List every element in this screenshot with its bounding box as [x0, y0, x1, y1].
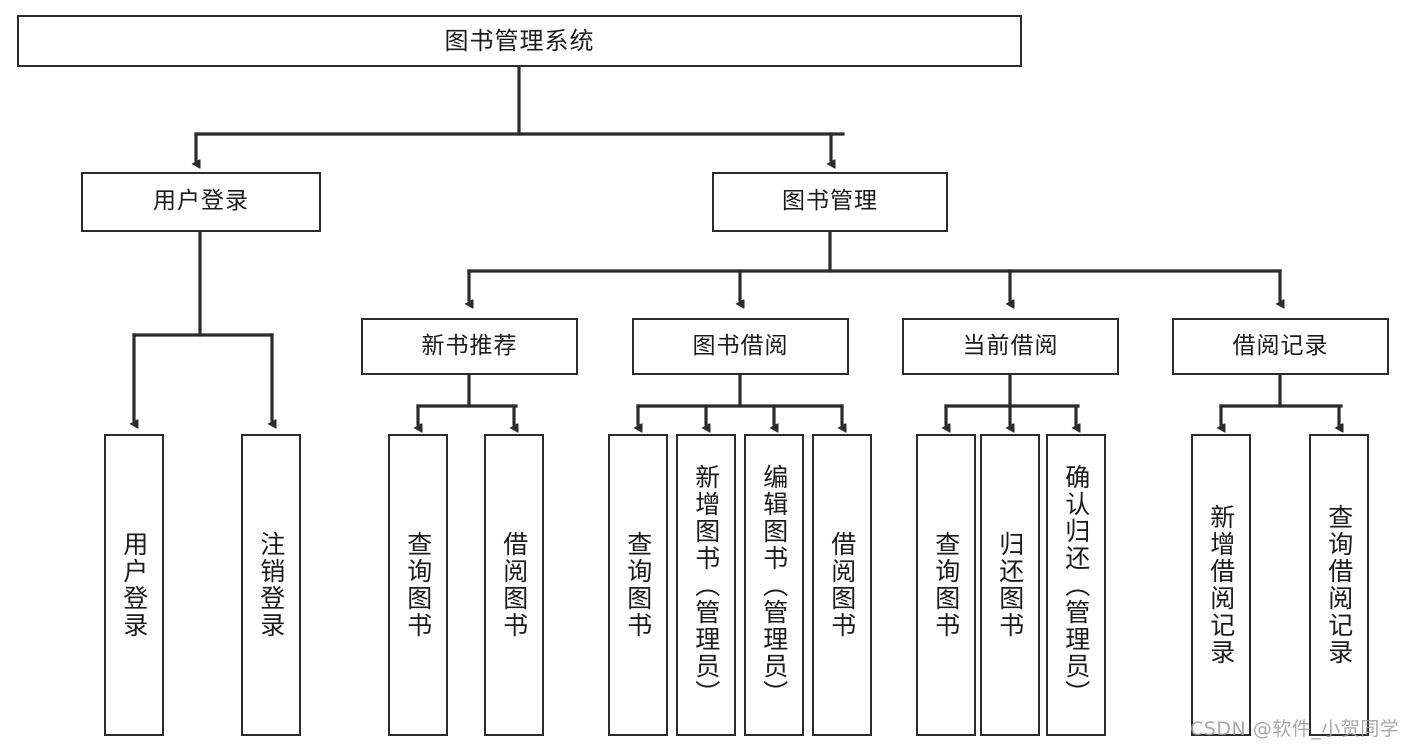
- leaf-query-record-label: 查询借阅记录: [1324, 504, 1354, 666]
- node-borrow-record[interactable]: 借阅记录: [1172, 318, 1389, 375]
- leaf-logout-login-label: 注销登录: [256, 531, 286, 639]
- leaf-query-book-1-label: 查询图书: [403, 531, 433, 639]
- leaf-add-book[interactable]: 新增图书（管理员）: [676, 434, 736, 736]
- leaf-edit-book-label: 编辑图书（管理员）: [759, 463, 789, 707]
- csdn-watermark: CSDN @软件_小贺同学: [1190, 718, 1400, 740]
- node-user-login-label: 用户登录: [153, 188, 249, 215]
- node-borrow-record-label: 借阅记录: [1232, 332, 1329, 359]
- node-new-book-recommend[interactable]: 新书推荐: [361, 318, 578, 375]
- leaf-user-login-label: 用户登录: [119, 531, 149, 639]
- node-book-borrow-label: 图书借阅: [692, 332, 789, 359]
- leaf-borrow-book-1[interactable]: 借阅图书: [484, 434, 544, 736]
- leaf-add-book-label: 新增图书（管理员）: [691, 463, 721, 707]
- node-book-borrow[interactable]: 图书借阅: [632, 318, 849, 375]
- node-root[interactable]: 图书管理系统: [17, 15, 1022, 67]
- leaf-user-login[interactable]: 用户登录: [104, 434, 164, 736]
- leaf-add-record[interactable]: 新增借阅记录: [1191, 434, 1251, 736]
- leaf-query-record[interactable]: 查询借阅记录: [1309, 434, 1369, 736]
- leaf-confirm-return[interactable]: 确认归还（管理员）: [1046, 434, 1106, 736]
- leaf-borrow-book-2-label: 借阅图书: [827, 531, 857, 639]
- leaf-query-book-2-label: 查询图书: [623, 531, 653, 639]
- node-book-management[interactable]: 图书管理: [712, 172, 948, 232]
- leaf-logout-login[interactable]: 注销登录: [241, 434, 301, 736]
- leaf-borrow-book-1-label: 借阅图书: [499, 531, 529, 639]
- node-new-book-recommend-label: 新书推荐: [421, 332, 518, 359]
- leaf-return-book[interactable]: 归还图书: [980, 434, 1040, 736]
- leaf-query-book-1[interactable]: 查询图书: [388, 434, 448, 736]
- leaf-query-book-3-label: 查询图书: [931, 531, 961, 639]
- leaf-query-book-2[interactable]: 查询图书: [608, 434, 668, 736]
- leaf-add-record-label: 新增借阅记录: [1206, 504, 1236, 666]
- leaf-confirm-return-label: 确认归还（管理员）: [1061, 463, 1091, 707]
- node-book-management-label: 图书管理: [782, 188, 878, 215]
- leaf-return-book-label: 归还图书: [995, 531, 1025, 639]
- leaf-query-book-3[interactable]: 查询图书: [916, 434, 976, 736]
- node-user-login[interactable]: 用户登录: [81, 172, 321, 232]
- leaf-edit-book[interactable]: 编辑图书（管理员）: [744, 434, 804, 736]
- node-root-label: 图书管理系统: [444, 26, 595, 55]
- node-current-borrow[interactable]: 当前借阅: [902, 318, 1119, 375]
- node-current-borrow-label: 当前借阅: [962, 332, 1059, 359]
- leaf-borrow-book-2[interactable]: 借阅图书: [812, 434, 872, 736]
